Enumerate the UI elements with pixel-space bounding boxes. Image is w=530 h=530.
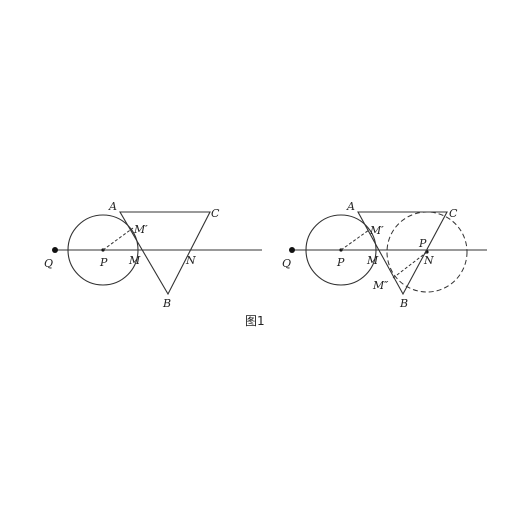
left-point-q (52, 247, 58, 253)
right-label-p: P (336, 256, 345, 269)
left-circle-p (67, 214, 139, 286)
left-dashed-pm (102, 227, 134, 251)
left-label-c: C (211, 207, 220, 220)
right-label-m-prime: M′ (369, 224, 384, 237)
right-circle-p (305, 214, 377, 286)
left-label-b: B (162, 297, 171, 310)
right-point-q (289, 247, 295, 253)
figure-caption: 图1 (245, 314, 265, 328)
right-dashed-pm (340, 229, 370, 251)
right-label-m: M (366, 254, 379, 267)
left-label-a: A (108, 200, 117, 213)
left-label-m-prime: M′ (133, 223, 148, 236)
left-triangle-abc (119, 211, 211, 296)
left-figure: A C M′ Q P M N B (44, 200, 262, 310)
right-figure: A C M′ P Q P M N M″ B (282, 200, 487, 310)
right-label-p2: P (418, 237, 427, 250)
right-label-a: A (346, 200, 355, 213)
left-label-n: N (185, 254, 196, 267)
left-label-m: M (128, 254, 141, 267)
right-label-m-double-prime: M″ (372, 279, 389, 292)
right-label-b: B (399, 297, 408, 310)
right-label-c: C (449, 207, 458, 220)
right-dashed-m-double-prime (392, 251, 428, 279)
right-label-n: N (423, 254, 434, 267)
left-label-p: P (99, 256, 108, 269)
left-label-q: Q (44, 257, 53, 270)
right-label-q: Q (282, 257, 291, 270)
